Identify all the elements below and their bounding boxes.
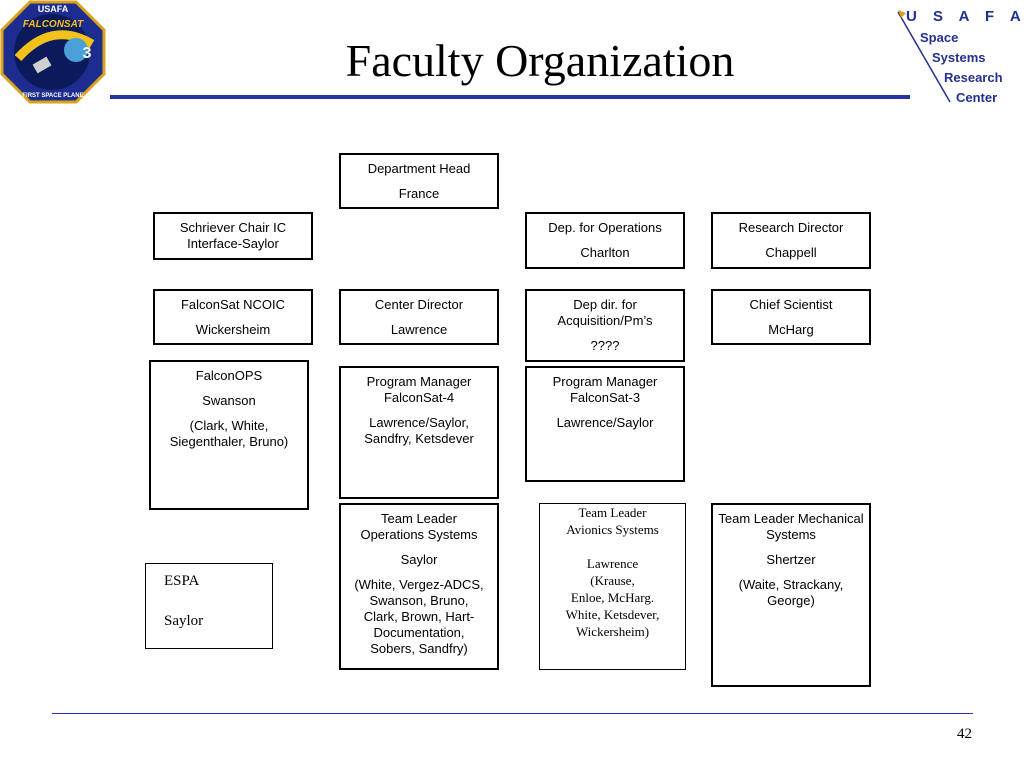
logo-left-number-text: 3 bbox=[83, 45, 92, 62]
logo-left-name-text: FALCONSAT bbox=[23, 19, 84, 30]
tl-operations-name: Saylor bbox=[400, 552, 438, 567]
falconsat-ncoic-box: FalconSat NCOIC Wickersheim bbox=[153, 289, 313, 345]
department-head-name: France bbox=[398, 186, 440, 201]
tl-avionics-members-line1: (Krause, bbox=[590, 573, 635, 588]
pm-falconsat3-role: Program Manager FalconSat-3 bbox=[552, 374, 658, 405]
research-director-role: Research Director bbox=[738, 220, 844, 235]
falconops-box: FalconOPS Swanson (Clark, White, Siegent… bbox=[149, 360, 309, 510]
falconsat-3-patch-logo: USAFA FALCONSAT 3 FIRST SPACE PLANE bbox=[0, 0, 106, 104]
chief-scientist-box: Chief Scientist McHarg bbox=[711, 289, 871, 345]
page-number: 42 bbox=[957, 726, 972, 742]
center-director-name: Lawrence bbox=[390, 322, 448, 337]
tl-mechanical-role: Team Leader Mechanical Systems bbox=[718, 511, 864, 542]
logo-right-line-systems: Systems bbox=[932, 50, 985, 65]
tl-operations-members: (White, Vergez-ADCS, Swanson, Bruno, Cla… bbox=[354, 577, 484, 656]
chief-scientist-role: Chief Scientist bbox=[749, 297, 833, 312]
espa-name: Saylor bbox=[164, 613, 204, 629]
tl-mechanical-box: Team Leader Mechanical Systems Shertzer … bbox=[711, 503, 871, 687]
tl-avionics-members-line4: Wickersheim) bbox=[575, 624, 650, 639]
schriever-chair-role: Schriever Chair IC Interface-Saylor bbox=[179, 220, 287, 251]
research-director-name: Chappell bbox=[765, 245, 817, 260]
falconops-members: (Clark, White, Siegenthaler, Bruno) bbox=[169, 418, 289, 449]
falconops-role: FalconOPS bbox=[195, 368, 263, 383]
falconsat-ncoic-role: FalconSat NCOIC bbox=[180, 297, 286, 312]
usafa-ssrc-logo: U S A F A Space Systems Research Center bbox=[892, 4, 1024, 108]
logo-right-line-space: Space bbox=[920, 30, 958, 45]
page-title: Faculty Organization bbox=[345, 35, 735, 86]
schriever-chair-box: Schriever Chair IC Interface-Saylor bbox=[153, 212, 313, 260]
footer-divider bbox=[52, 713, 973, 714]
tl-operations-role: Team Leader Operations Systems bbox=[360, 511, 478, 542]
tl-avionics-role-line2: Avionics Systems bbox=[566, 522, 659, 537]
pm-falconsat4-box: Program Manager FalconSat-4 Lawrence/Say… bbox=[339, 366, 499, 499]
tl-avionics-name: Lawrence bbox=[586, 556, 639, 571]
logo-right-brand: U S A F A bbox=[906, 8, 1024, 25]
dep-operations-box: Dep. for Operations Charlton bbox=[525, 212, 685, 269]
tl-avionics-box: Team Leader Avionics Systems Lawrence (K… bbox=[539, 503, 686, 670]
pm-falconsat4-name: Lawrence/Saylor, Sandfry, Ketsdever bbox=[364, 415, 474, 446]
pm-falconsat3-name: Lawrence/Saylor bbox=[556, 415, 654, 430]
logo-left-sub-text: FIRST SPACE PLANE bbox=[22, 93, 83, 99]
espa-role: ESPA bbox=[164, 573, 200, 589]
tl-mechanical-members: (Waite, Strackany, George) bbox=[738, 577, 844, 608]
pm-falconsat4-role: Program Manager FalconSat-4 bbox=[366, 374, 472, 405]
tl-mechanical-name: Shertzer bbox=[766, 552, 816, 567]
logo-right-line-center: Center bbox=[956, 90, 997, 105]
falconops-name: Swanson bbox=[202, 393, 256, 408]
dep-operations-role: Dep. for Operations bbox=[548, 220, 662, 235]
dep-acquisition-role: Dep dir. for Acquisition/Pm’s bbox=[557, 297, 653, 328]
department-head-box: Department Head France bbox=[339, 153, 499, 209]
dep-acquisition-name: ???? bbox=[590, 338, 620, 353]
logo-right-line-research: Research bbox=[944, 70, 1003, 85]
research-director-box: Research Director Chappell bbox=[711, 212, 871, 269]
pm-falconsat3-box: Program Manager FalconSat-3 Lawrence/Say… bbox=[525, 366, 685, 482]
dep-operations-name: Charlton bbox=[580, 245, 630, 260]
center-director-role: Center Director bbox=[374, 297, 464, 312]
tl-avionics-role-line1: Team Leader bbox=[578, 505, 647, 520]
tl-avionics-members-line3: White, Ketsdever, bbox=[565, 607, 660, 622]
chief-scientist-name: McHarg bbox=[768, 322, 814, 337]
falconsat-ncoic-name: Wickersheim bbox=[195, 322, 271, 337]
center-director-box: Center Director Lawrence bbox=[339, 289, 499, 345]
espa-box thin espa: ESPA Saylor bbox=[145, 563, 273, 649]
tl-operations-box: Team Leader Operations Systems Saylor (W… bbox=[339, 503, 499, 670]
title-divider bbox=[110, 95, 910, 99]
tl-avionics-members-line2: Enloe, McHarg. bbox=[570, 590, 655, 605]
logo-left-top-text: USAFA bbox=[38, 4, 69, 14]
department-head-role: Department Head bbox=[367, 161, 471, 176]
dep-acquisition-box: Dep dir. for Acquisition/Pm’s ???? bbox=[525, 289, 685, 362]
